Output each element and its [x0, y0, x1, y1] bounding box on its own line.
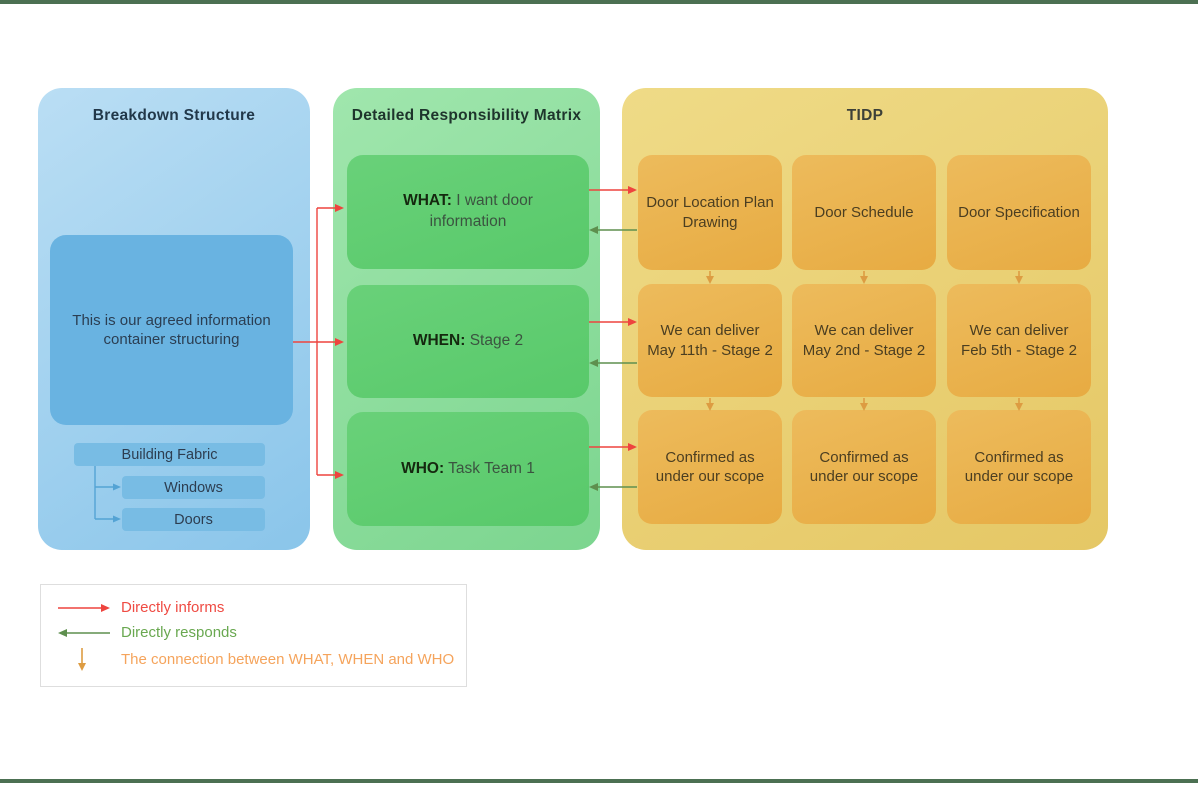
tidp-cell-confirmed-2: Confirmed as under our scope [792, 410, 936, 524]
tidp-cell-confirmed-1: Confirmed as under our scope [638, 410, 782, 524]
tree-node-windows: Windows [122, 476, 265, 499]
responsibility-matrix-title: Detailed Responsibility Matrix [351, 107, 582, 124]
legend-label-directly-responds: Directly responds [121, 624, 237, 641]
tidp-cell-deliver-feb5: We can deliver Feb 5th - Stage 2 [947, 284, 1091, 397]
tidp-cell-door-location: Door Location Plan Drawing [638, 155, 782, 270]
tidp-cell-confirmed-3: Confirmed as under our scope [947, 410, 1091, 524]
tidp-title: TIDP [846, 107, 884, 124]
legend-label-directly-informs: Directly informs [121, 599, 225, 616]
bottom-border-bar [0, 779, 1198, 783]
top-border-bar [0, 0, 1198, 4]
tidp-cell-door-specification: Door Specification [947, 155, 1091, 270]
drm-node-when-text: WHEN: Stage 2 [412, 332, 524, 350]
tidp-cell-deliver-may2: We can deliver May 2nd - Stage 2 [792, 284, 936, 397]
info-container-text: This is our agreed information container… [72, 311, 271, 349]
panel-breakdown-structure: Breakdown Structure This is our agreed i… [38, 88, 310, 550]
tree-node-doors: Doors [122, 508, 265, 531]
drm-node-what-text: WHAT: I want door information [403, 192, 533, 230]
tidp-cell-deliver-may11: We can deliver May 11th - Stage 2 [638, 284, 782, 397]
drm-node-what: WHAT: I want door information [347, 155, 589, 269]
drm-node-who-text: WHO: Task Team 1 [401, 459, 535, 477]
panel-tidp: TIDP Door Location Plan Drawing Door Sch… [622, 88, 1108, 550]
tidp-cell-door-schedule: Door Schedule [792, 155, 936, 270]
tree-node-building-fabric: Building Fabric [74, 443, 265, 466]
drm-node-who: WHO: Task Team 1 [347, 412, 589, 526]
breakdown-structure-title: Breakdown Structure [92, 107, 256, 124]
legend-box [40, 584, 467, 687]
legend-label-what-when-who: The connection between WHAT, WHEN and WH… [121, 651, 455, 668]
info-container-box: This is our agreed information container… [50, 235, 293, 425]
drm-node-when: WHEN: Stage 2 [347, 285, 589, 398]
panel-responsibility-matrix: Detailed Responsibility Matrix WHAT: I w… [333, 88, 600, 550]
